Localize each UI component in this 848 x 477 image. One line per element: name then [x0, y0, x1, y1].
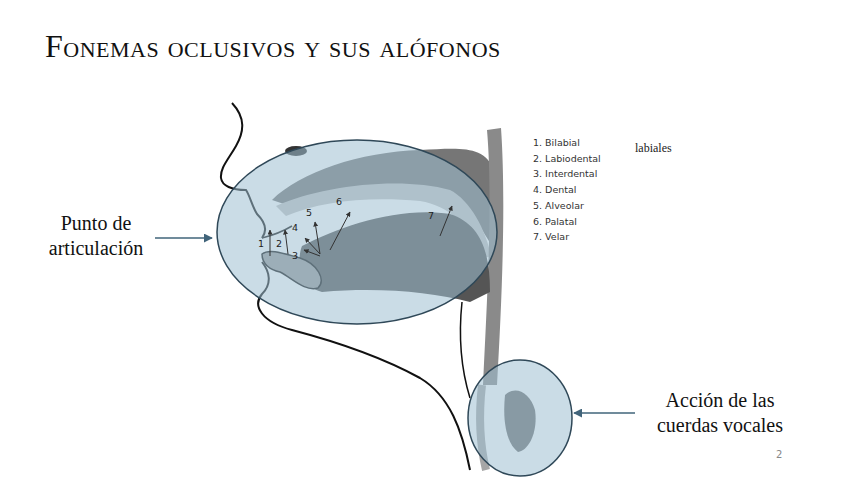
callout-number: 1	[258, 238, 264, 249]
place-arrow	[330, 212, 350, 250]
vocal-folds-region	[468, 360, 572, 476]
callout-number: 3	[292, 250, 298, 261]
callout-label: Punto de articulación	[34, 211, 158, 261]
place-arrow	[270, 230, 271, 256]
key-item: 6. Palatal	[533, 216, 577, 228]
key-item: 7. Velar	[533, 231, 569, 243]
place-arrows	[270, 206, 452, 256]
key-item: 5. Alveolar	[533, 200, 584, 212]
leader-arrow	[574, 412, 635, 414]
callout-label: Acción de las cuerdas vocales	[640, 388, 800, 438]
key-item: 3. Interdental	[533, 168, 597, 180]
leader-arrow	[155, 237, 212, 239]
key-item: 2. Labiodental	[533, 153, 601, 165]
place-arrow	[440, 206, 452, 236]
callout-number: 2	[276, 238, 282, 249]
page-number: 2	[776, 449, 782, 460]
articulation-region	[217, 140, 497, 324]
callout-number: 6	[336, 196, 342, 207]
key-item: 1. Bilabial	[533, 137, 580, 149]
group-label: labiales	[635, 141, 672, 156]
callout-number: 5	[306, 207, 312, 218]
place-arrow	[315, 222, 320, 254]
callout-number: 7	[428, 210, 434, 221]
callout-number: 4	[292, 222, 298, 233]
slide-title: Fonemas oclusivos y sus alófonos	[45, 28, 501, 65]
key-item: 4. Dental	[533, 184, 576, 196]
place-arrow	[285, 230, 288, 254]
throat-line	[460, 302, 470, 398]
